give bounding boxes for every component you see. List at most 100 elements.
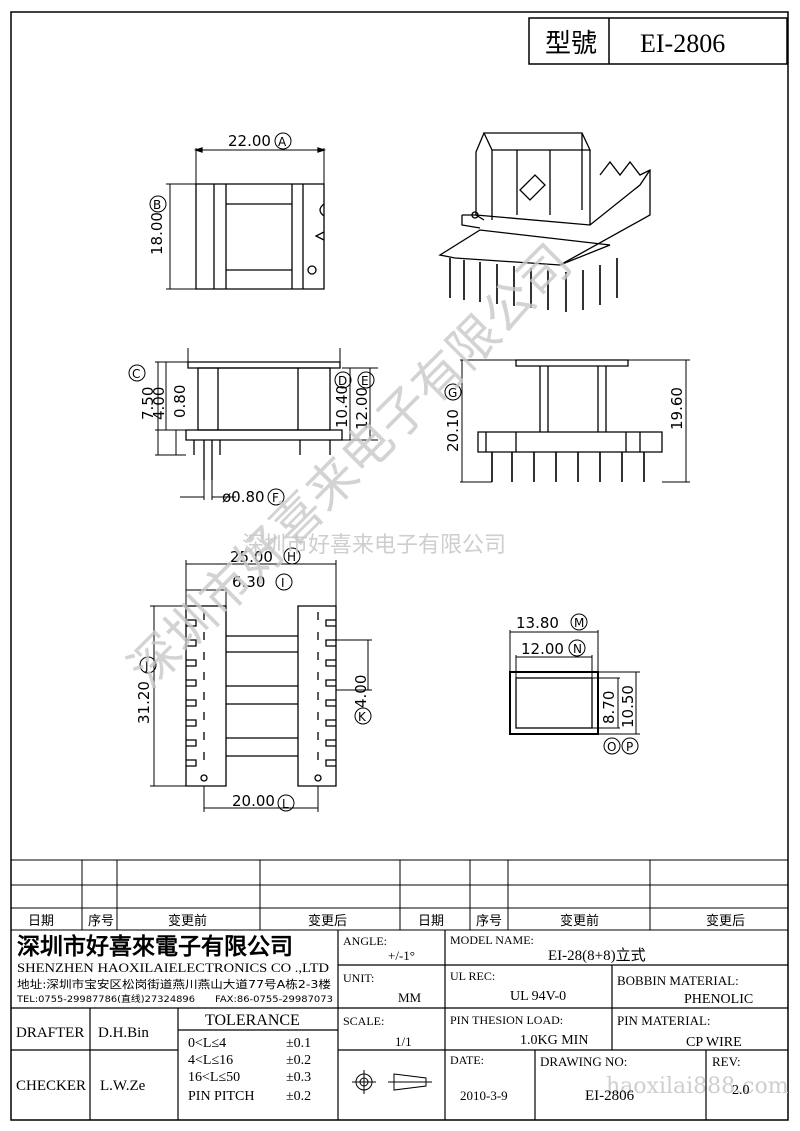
dim-top-width: 22.00 bbox=[228, 132, 271, 150]
svg-text:G: G bbox=[448, 386, 457, 400]
svg-text:I: I bbox=[281, 576, 285, 590]
top-view bbox=[166, 147, 327, 290]
tol-value-4: ±0.2 bbox=[286, 1089, 311, 1104]
model-name-value: EI-28(8+8)立式 bbox=[548, 947, 646, 964]
pin-load-value: 1.0KG MIN bbox=[520, 1033, 588, 1048]
svg-text:M: M bbox=[574, 616, 584, 630]
date-label: DATE: bbox=[450, 1053, 484, 1067]
svg-text:B: B bbox=[153, 198, 161, 212]
svg-text:A: A bbox=[278, 135, 287, 149]
model-label: 型號 bbox=[545, 29, 597, 58]
rev-h6: 序号 bbox=[476, 914, 502, 929]
unit-value: MM bbox=[398, 990, 422, 1005]
callout-a: A bbox=[274, 132, 292, 150]
dim-pin-dia: ø0.80 bbox=[222, 488, 265, 506]
model-name-label: MODEL NAME: bbox=[450, 933, 534, 947]
tol-range-4: PIN PITCH bbox=[188, 1089, 255, 1104]
rev-h2: 序号 bbox=[88, 914, 114, 929]
unit-label: UNIT: bbox=[343, 971, 374, 985]
tol-range-2: 4<L≤16 bbox=[188, 1053, 233, 1068]
isometric-view bbox=[438, 132, 651, 312]
callout-n: N bbox=[568, 639, 586, 657]
watermark-horizontal: 深圳市好喜来电子有限公司 bbox=[242, 533, 506, 558]
rev-h3: 变更前 bbox=[168, 913, 207, 929]
company-en: SHENZHEN HAOXILAIELECTRONICS CO .,LTD bbox=[17, 960, 329, 975]
dim-core-in-h: 8.70 bbox=[600, 691, 618, 724]
svg-text:E: E bbox=[361, 374, 369, 388]
tolerance-label: TOLERANCE bbox=[205, 1012, 300, 1029]
dim-front-h: 20.10 bbox=[444, 409, 462, 452]
callout-h: H bbox=[283, 547, 301, 565]
drawing-label: DRAWING NO: bbox=[540, 1054, 627, 1069]
date-value: 2010-3-9 bbox=[460, 1088, 508, 1103]
dim-bottom-height: 31.20 bbox=[135, 681, 153, 724]
tol-range-3: 16<L≤50 bbox=[188, 1070, 240, 1085]
callout-i: I bbox=[275, 573, 293, 591]
rev-h5: 日期 bbox=[418, 914, 444, 929]
bobbin-value: PHENOLIC bbox=[684, 992, 753, 1007]
watermark-url: haoxilai888.com bbox=[606, 1074, 789, 1099]
dim-bottom-flange: 6.30 bbox=[232, 573, 265, 591]
dim-core-outer: 13.80 bbox=[516, 614, 559, 632]
tol-range-1: 0<L≤4 bbox=[188, 1036, 226, 1051]
svg-text:F: F bbox=[272, 491, 279, 505]
watermark-diagonal: 深圳市好喜来电子有限公司 bbox=[117, 233, 582, 698]
pin-mat-label: PIN MATERIAL: bbox=[617, 1013, 711, 1028]
callout-e: E bbox=[357, 371, 375, 389]
model-value: EI-2806 bbox=[640, 29, 725, 58]
dim-side-f: 10.40 bbox=[333, 385, 351, 428]
svg-text:C: C bbox=[132, 367, 140, 381]
svg-text:O: O bbox=[607, 740, 616, 754]
rev-h1: 日期 bbox=[28, 914, 54, 929]
dim-side-c: 7.50 bbox=[139, 387, 157, 420]
side-view bbox=[155, 348, 378, 500]
drafter-value: D.H.Bin bbox=[98, 1025, 149, 1041]
svg-text:K: K bbox=[358, 710, 367, 724]
svg-text:L: L bbox=[282, 797, 289, 811]
scale-value: 1/1 bbox=[395, 1034, 412, 1049]
rev-value: 2.0 bbox=[732, 1083, 750, 1098]
model-header: 型號 EI-2806 bbox=[528, 17, 788, 65]
tol-value-3: ±0.3 bbox=[286, 1070, 311, 1085]
revision-table bbox=[11, 859, 788, 931]
ul-label: UL REC: bbox=[450, 969, 495, 983]
angle-value: +/-1° bbox=[388, 948, 415, 963]
svg-text:P: P bbox=[626, 740, 633, 754]
tol-value-2: ±0.2 bbox=[286, 1053, 311, 1068]
callout-l: L bbox=[277, 794, 295, 812]
front-view bbox=[460, 359, 690, 483]
company-fax: FAX:86-0755-29987073 bbox=[215, 995, 333, 1005]
bottom-view bbox=[150, 560, 372, 812]
drafter-label: DRAFTER bbox=[16, 1025, 84, 1041]
dim-bottom-span: 20.00 bbox=[232, 792, 275, 810]
callout-m: M bbox=[570, 613, 588, 631]
callout-g: G bbox=[444, 383, 462, 401]
dim-core-inner: 12.00 bbox=[521, 640, 564, 658]
company-cn: 深圳市好喜來電子有限公司 bbox=[17, 933, 293, 959]
checker-value: L.W.Ze bbox=[100, 1078, 146, 1094]
core-section bbox=[509, 630, 640, 735]
callout-j: J bbox=[139, 656, 157, 674]
dim-core-out-h: 10.50 bbox=[619, 685, 637, 728]
callout-c: C bbox=[128, 364, 146, 382]
ul-value: UL 94V-0 bbox=[510, 989, 566, 1004]
bobbin-label: BOBBIN MATERIAL: bbox=[617, 973, 739, 988]
dim-top-height: 18.00 bbox=[148, 212, 166, 255]
rev-label: REV: bbox=[712, 1054, 741, 1069]
dim-side-g: 12.00 bbox=[353, 387, 371, 430]
dim-side-d: 4.00 bbox=[150, 387, 168, 420]
callout-o: O bbox=[603, 737, 621, 755]
svg-text:H: H bbox=[287, 550, 296, 564]
dim-front-i: 19.60 bbox=[668, 387, 686, 430]
svg-text:D: D bbox=[338, 374, 347, 388]
drawing-value: EI-2806 bbox=[585, 1088, 635, 1104]
callout-p: P bbox=[621, 737, 639, 755]
dim-bottom-overall: 25.00 bbox=[230, 548, 273, 566]
callout-d: D bbox=[334, 371, 352, 389]
svg-text:J: J bbox=[144, 659, 149, 673]
title-block bbox=[11, 930, 788, 1120]
rev-h7: 变更前 bbox=[560, 913, 599, 929]
projection-symbol-icon bbox=[352, 1070, 432, 1094]
rev-h4: 变更后 bbox=[308, 913, 347, 929]
